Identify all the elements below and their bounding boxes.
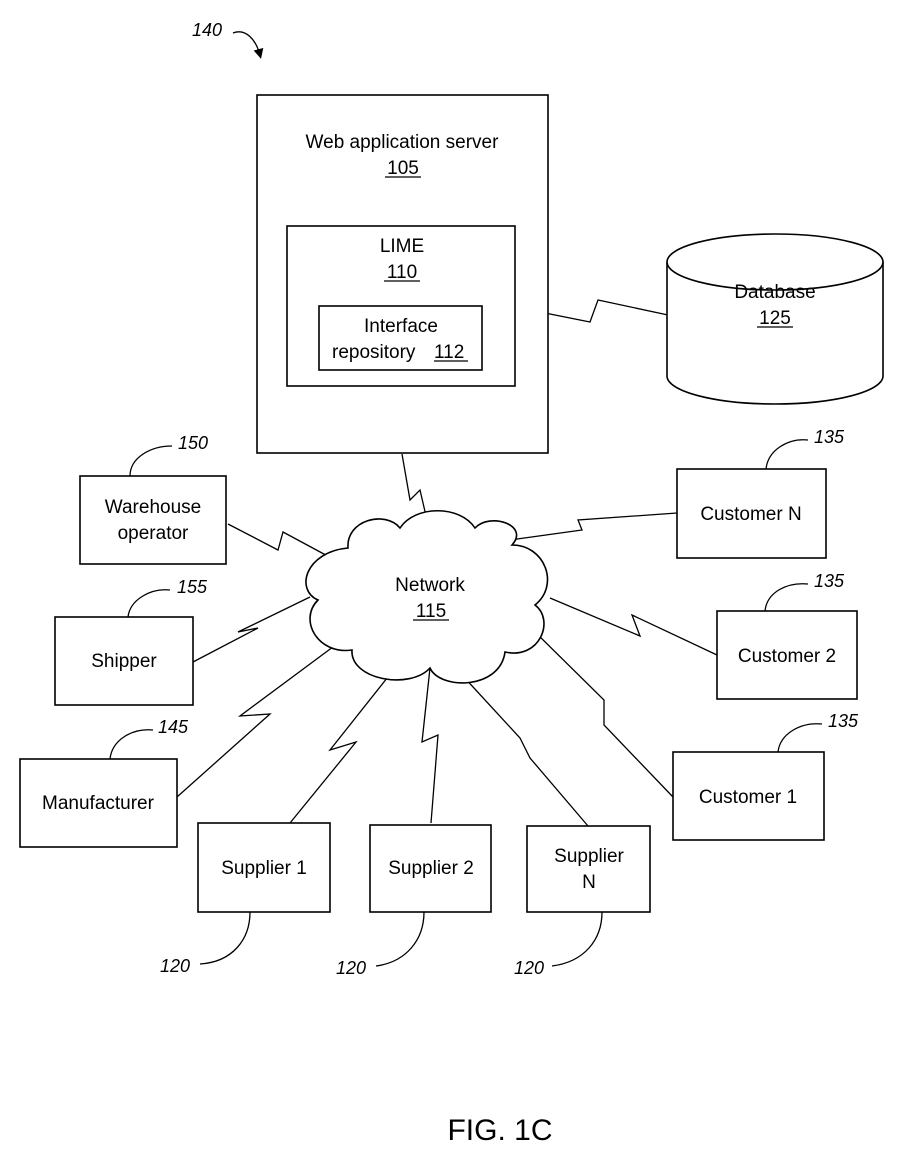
database-ref: 125 bbox=[759, 308, 791, 329]
warehouse-ref: 150 bbox=[178, 433, 208, 453]
customer-n-ref-leader bbox=[766, 440, 808, 469]
link-supplier2-network bbox=[422, 668, 438, 823]
shipper-ref: 155 bbox=[177, 577, 208, 597]
lime-ref: 110 bbox=[387, 262, 417, 283]
shipper-ref-leader bbox=[128, 590, 170, 617]
link-manufacturer-network bbox=[177, 638, 345, 797]
customer-2-ref-leader bbox=[765, 584, 808, 611]
shipper: Shipper 155 bbox=[55, 577, 208, 705]
ref-140: 140 bbox=[192, 20, 222, 40]
link-shipper-network bbox=[193, 597, 310, 662]
customer-2-label: Customer 2 bbox=[738, 646, 836, 667]
lime-label: LIME bbox=[380, 236, 424, 257]
customer-1: Customer 1 135 bbox=[673, 711, 859, 840]
link-supplierN-network bbox=[462, 675, 588, 826]
repository-label-line1: Interface bbox=[364, 316, 438, 337]
network-label: Network bbox=[395, 575, 465, 596]
supplier-1: Supplier 1 120 bbox=[160, 823, 330, 976]
warehouse-ref-leader bbox=[130, 446, 172, 476]
database: Database 125 bbox=[667, 234, 883, 404]
supplier-2-label: Supplier 2 bbox=[388, 858, 474, 879]
customer-1-label: Customer 1 bbox=[699, 787, 797, 808]
database-label: Database bbox=[734, 282, 815, 303]
manufacturer-ref: 145 bbox=[158, 717, 189, 737]
warehouse-box bbox=[80, 476, 226, 564]
supplier-1-ref: 120 bbox=[160, 956, 190, 976]
link-supplier1-network bbox=[290, 668, 395, 823]
supplier-n-ref-leader bbox=[552, 912, 602, 966]
warehouse-operator: Warehouse operator 150 bbox=[80, 433, 226, 564]
manufacturer-ref-leader bbox=[110, 730, 153, 759]
supplier-n-box bbox=[527, 826, 650, 912]
repository-ref: 112 bbox=[434, 342, 464, 363]
manufacturer-label: Manufacturer bbox=[42, 793, 155, 814]
supplier-n: Supplier N 120 bbox=[514, 826, 650, 978]
supplier-2-ref: 120 bbox=[336, 958, 366, 978]
customer-2-ref: 135 bbox=[814, 571, 845, 591]
customer-n-ref: 135 bbox=[814, 427, 845, 447]
supplier-2-ref-leader bbox=[376, 912, 424, 966]
server-label: Web application server bbox=[306, 132, 500, 153]
repository-label-line2: repository bbox=[332, 342, 416, 363]
ref-140-arrow bbox=[233, 32, 260, 55]
system-reference: 140 bbox=[192, 20, 260, 55]
customer-1-ref: 135 bbox=[828, 711, 859, 731]
web-application-server: Web application server 105 LIME 110 Inte… bbox=[257, 95, 548, 453]
server-ref: 105 bbox=[387, 158, 419, 179]
customer-n-label: Customer N bbox=[700, 504, 801, 525]
supplier-2: Supplier 2 120 bbox=[336, 825, 491, 978]
customer-2: Customer 2 135 bbox=[717, 571, 857, 699]
supplier-n-label-line1: Supplier bbox=[554, 846, 624, 867]
supplier-1-ref-leader bbox=[200, 912, 250, 964]
supplier-n-ref: 120 bbox=[514, 958, 544, 978]
link-customerN-network bbox=[510, 513, 677, 540]
shipper-label: Shipper bbox=[91, 651, 157, 672]
customer-1-ref-leader bbox=[778, 724, 822, 752]
cloud-outline bbox=[306, 511, 548, 683]
warehouse-label-line1: Warehouse bbox=[105, 497, 201, 518]
supplier-n-label-line2: N bbox=[582, 872, 596, 893]
manufacturer: Manufacturer 145 bbox=[20, 717, 189, 847]
network-ref: 115 bbox=[416, 601, 446, 622]
link-warehouse-network bbox=[228, 524, 335, 560]
figure-caption: FIG. 1C bbox=[447, 1114, 552, 1147]
supplier-1-label: Supplier 1 bbox=[221, 858, 307, 879]
link-customer1-network bbox=[533, 630, 673, 797]
link-customer2-network bbox=[550, 598, 717, 655]
warehouse-label-line2: operator bbox=[118, 523, 189, 544]
network-cloud: Network 115 bbox=[306, 511, 548, 683]
customer-n: Customer N 135 bbox=[677, 427, 845, 558]
